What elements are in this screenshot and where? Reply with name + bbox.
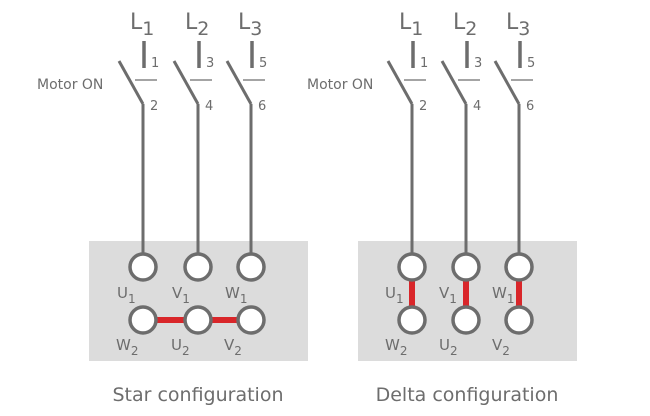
motor-on-label: Motor ON	[37, 77, 103, 93]
pin-in-number: 3	[474, 56, 482, 71]
phase-label-letter: L	[453, 10, 466, 35]
terminal-bottom-u2	[451, 305, 481, 335]
phase-label-subscript: 1	[411, 18, 423, 40]
phase-label-letter: L	[130, 10, 143, 35]
phase-label: L2	[185, 10, 209, 40]
terminal-label-bottom-subscript: 2	[234, 344, 242, 358]
terminal-label-top-letter: W	[492, 284, 507, 302]
pin-out-number: 2	[150, 99, 158, 114]
terminal-bottom-w2	[397, 305, 427, 335]
terminal-label-top-subscript: 1	[507, 292, 515, 306]
terminal-label-bottom-subscript: 2	[502, 344, 510, 358]
terminal-label-bottom-subscript: 2	[400, 344, 408, 358]
terminal-label-bottom-letter: U	[439, 336, 450, 354]
phase-label: L3	[506, 10, 530, 40]
configuration-caption: Star configuration	[112, 384, 283, 406]
switch-blade	[172, 60, 200, 105]
terminal-label-top-subscript: 1	[449, 292, 457, 306]
terminal-label-top-letter: V	[172, 284, 183, 302]
terminal-top-u1	[128, 252, 158, 282]
terminal-label-top: W1	[225, 284, 247, 306]
configuration-caption: Delta configuration	[376, 384, 559, 406]
terminal-label-bottom: W2	[116, 336, 138, 358]
terminal-label-bottom-subscript: 2	[131, 344, 139, 358]
terminal-label-bottom: W2	[385, 336, 407, 358]
terminal-top-u1	[397, 252, 427, 282]
terminal-top-v1	[183, 252, 213, 282]
terminal-label-top-subscript: 1	[128, 292, 136, 306]
phase-label-subscript: 2	[197, 18, 209, 40]
terminal-label-top-letter: W	[225, 284, 240, 302]
switch-blade	[440, 60, 468, 105]
switch-blade	[493, 60, 521, 105]
terminal-bottom-w2	[128, 305, 158, 335]
motor-on-label: Motor ON	[307, 77, 373, 93]
terminal-label-bottom-subscript: 2	[182, 344, 190, 358]
phase-label: L1	[130, 10, 154, 40]
switch-blade	[225, 60, 253, 105]
terminal-label-top-letter: U	[117, 284, 128, 302]
phase-line-2: L2 3 4	[172, 10, 214, 253]
switch-blade	[386, 60, 414, 105]
terminal-label-bottom-letter: W	[385, 336, 400, 354]
terminal-top-w1	[504, 252, 534, 282]
terminal-label-top: V1	[439, 284, 457, 306]
phase-label-subscript: 2	[465, 18, 477, 40]
terminal-label-bottom-subscript: 2	[450, 344, 458, 358]
pin-in-number: 1	[420, 56, 428, 71]
terminal-label-top-subscript: 1	[182, 292, 190, 306]
terminal-label-top-letter: U	[385, 284, 396, 302]
pin-out-number: 4	[205, 99, 213, 114]
phase-label-letter: L	[238, 10, 251, 35]
terminal-label-top-subscript: 1	[396, 292, 404, 306]
phase-label-subscript: 3	[518, 18, 530, 40]
pin-in-number: 5	[259, 56, 267, 71]
terminal-label-top: V1	[172, 284, 190, 306]
terminal-label-top: U1	[117, 284, 136, 306]
terminal-label-bottom: V2	[224, 336, 242, 358]
pin-out-number: 2	[419, 99, 427, 114]
terminal-top-w1	[236, 252, 266, 282]
phase-label-subscript: 1	[142, 18, 154, 40]
pin-in-number: 5	[527, 56, 535, 71]
terminal-bottom-v2	[504, 305, 534, 335]
phase-label-letter: L	[185, 10, 198, 35]
terminal-label-bottom: U2	[439, 336, 458, 358]
terminal-label-top-letter: V	[439, 284, 450, 302]
terminal-label-bottom-letter: U	[171, 336, 182, 354]
phase-label-letter: L	[506, 10, 519, 35]
phase-line-3: L3 5 6	[493, 10, 535, 253]
phase-label: L1	[399, 10, 423, 40]
terminal-label-bottom-letter: W	[116, 336, 131, 354]
terminal-bottom-v2	[236, 305, 266, 335]
phase-line-2: L2 3 4	[440, 10, 482, 253]
terminal-label-top: W1	[492, 284, 514, 306]
terminal-label-bottom-letter: V	[492, 336, 503, 354]
terminal-label-top: U1	[385, 284, 404, 306]
pin-in-number: 3	[206, 56, 214, 71]
switch-blade	[117, 60, 145, 105]
pin-in-number: 1	[151, 56, 159, 71]
terminal-label-bottom: V2	[492, 336, 510, 358]
terminal-top-v1	[451, 252, 481, 282]
terminal-label-bottom: U2	[171, 336, 190, 358]
phase-label: L2	[453, 10, 477, 40]
terminal-label-bottom-letter: V	[224, 336, 235, 354]
phase-line-3: L3 5 6	[225, 10, 267, 253]
phase-label: L3	[238, 10, 262, 40]
terminal-label-top-subscript: 1	[240, 292, 248, 306]
pin-out-number: 4	[473, 99, 481, 114]
pin-out-number: 6	[258, 99, 266, 114]
phase-label-subscript: 3	[250, 18, 262, 40]
pin-out-number: 6	[526, 99, 534, 114]
terminal-bottom-u2	[183, 305, 213, 335]
phase-label-letter: L	[399, 10, 412, 35]
